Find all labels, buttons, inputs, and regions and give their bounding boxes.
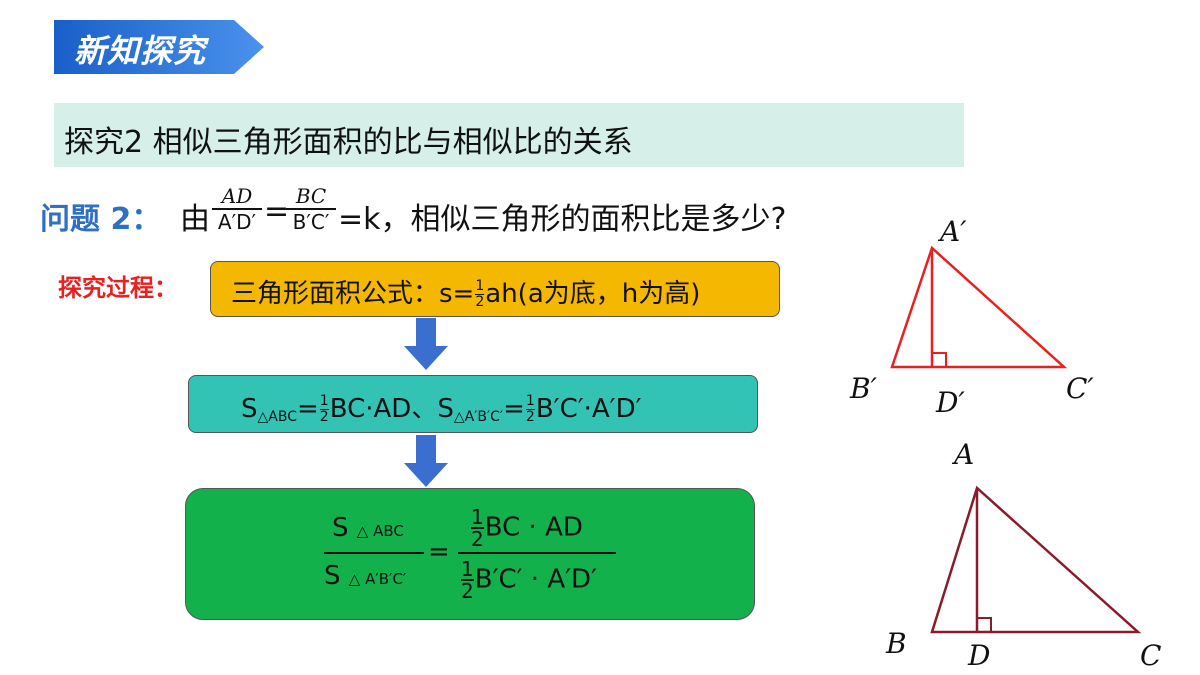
- topic-band: 探究2 相似三角形面积的比与相似比的关系: [54, 103, 964, 167]
- label-a-prime: A′: [937, 215, 967, 248]
- equals-1: =: [264, 194, 290, 229]
- question-prefix: 由: [180, 202, 210, 237]
- process-label: 探究过程：: [58, 274, 178, 302]
- down-arrow-icon: [404, 435, 448, 487]
- label-a: A: [951, 438, 974, 471]
- right-angle-mark: [977, 617, 992, 632]
- fraction-bc: BC B′C′: [286, 184, 336, 234]
- triangle-a-prime: [890, 245, 1068, 369]
- question-line: 问题 2： 由 AD A′D′ = BC B′C′ =k，相似三角形的面积比是多…: [40, 182, 870, 246]
- label-d-prime: D′: [935, 386, 965, 419]
- label-b-prime: B′: [849, 372, 878, 405]
- section-title: 新知探究: [74, 32, 207, 70]
- lhs-denominator: S △ A′B′C′: [324, 561, 407, 591]
- triangle-a-prime-figure: A′ B′ C′ D′: [849, 215, 1094, 419]
- question-suffix: =k，相似三角形的面积比是多少?: [338, 202, 787, 237]
- badge-arrow-shape: [54, 20, 264, 74]
- lhs-numerator: S △ ABC: [332, 513, 404, 543]
- label-c: C: [1140, 639, 1161, 672]
- rhs-fraction-bar: [458, 552, 616, 554]
- right-angle-mark: [932, 352, 947, 367]
- lhs-fraction-bar: [324, 552, 424, 554]
- fraction-ad: AD A′D′: [212, 184, 262, 234]
- triangle-abc: [930, 485, 1142, 634]
- topic-title: 探究2 相似三角形面积的比与相似比的关系: [64, 125, 633, 160]
- down-arrow-icon: [404, 318, 448, 370]
- section-badge: 新知探究: [54, 20, 264, 74]
- question-label: 问题 2：: [40, 202, 162, 237]
- ratio-equals: =: [428, 537, 450, 567]
- label-b: B: [885, 627, 907, 660]
- triangle-abc-figure: A B C D: [885, 438, 1161, 672]
- label-c-prime: C′: [1066, 372, 1094, 405]
- label-d: D: [967, 639, 990, 672]
